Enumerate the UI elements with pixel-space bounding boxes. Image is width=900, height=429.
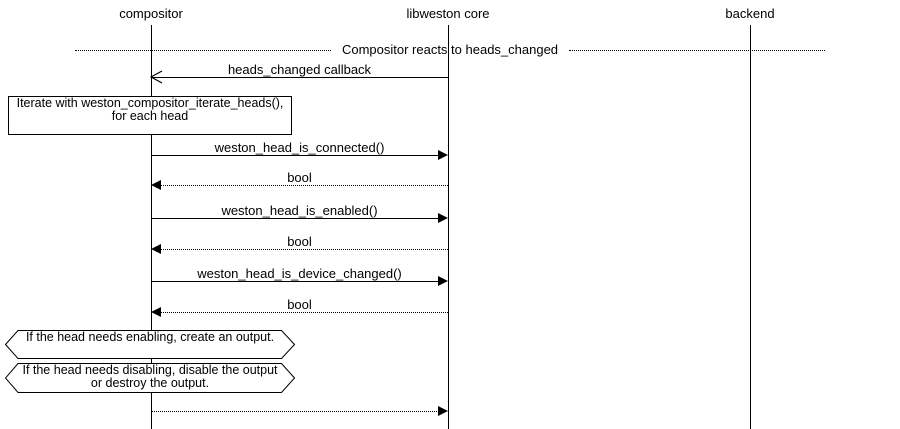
message-label: heads_changed callback: [227, 62, 372, 77]
condition-box: If the head needs enabling, create an ou…: [5, 330, 295, 359]
lifeline-compositor: [151, 25, 152, 429]
actor-label-compositor: compositor: [119, 6, 183, 21]
message-line: [151, 281, 439, 282]
message-line: [151, 411, 439, 412]
message-line: [161, 249, 448, 250]
message-line: [161, 312, 448, 313]
condition-box: If the head needs disabling, disable the…: [5, 363, 295, 393]
divider-label: Compositor reacts to heads_changed: [341, 42, 559, 57]
message-line: [161, 185, 448, 186]
actor-label-libweston-core: libweston core: [406, 6, 490, 21]
filled-arrowhead-right-icon: [438, 276, 448, 286]
open-arrowhead-icon: [150, 70, 163, 84]
divider-line-left: [75, 50, 331, 51]
condition-shape: [5, 330, 295, 359]
message-label: weston_head_is_connected(): [214, 140, 385, 155]
filled-arrowhead-right-icon: [438, 406, 448, 416]
note-box: Iterate with weston_compositor_iterate_h…: [8, 96, 292, 135]
message-line: [151, 155, 439, 156]
message-label: bool: [287, 297, 312, 312]
filled-arrowhead-left-icon: [151, 307, 161, 317]
condition-shape: [5, 363, 295, 393]
filled-arrowhead-left-icon: [151, 180, 161, 190]
message-label: weston_head_is_enabled(): [221, 203, 378, 218]
message-line: [151, 218, 439, 219]
condition-text: If the head needs enabling, create an ou…: [25, 330, 275, 344]
filled-arrowhead-right-icon: [438, 150, 448, 160]
condition-text: If the head needs disabling, disable the…: [22, 363, 278, 390]
message-label: weston_head_is_device_changed(): [197, 266, 402, 281]
divider-line-right: [569, 50, 825, 51]
actor-label-backend: backend: [725, 6, 775, 21]
message-line: [151, 77, 448, 78]
message-label: bool: [287, 170, 312, 185]
filled-arrowhead-left-icon: [151, 244, 161, 254]
lifeline-backend: [750, 25, 751, 429]
lifeline-libweston-core: [448, 25, 449, 429]
filled-arrowhead-right-icon: [438, 213, 448, 223]
message-label: bool: [287, 234, 312, 249]
